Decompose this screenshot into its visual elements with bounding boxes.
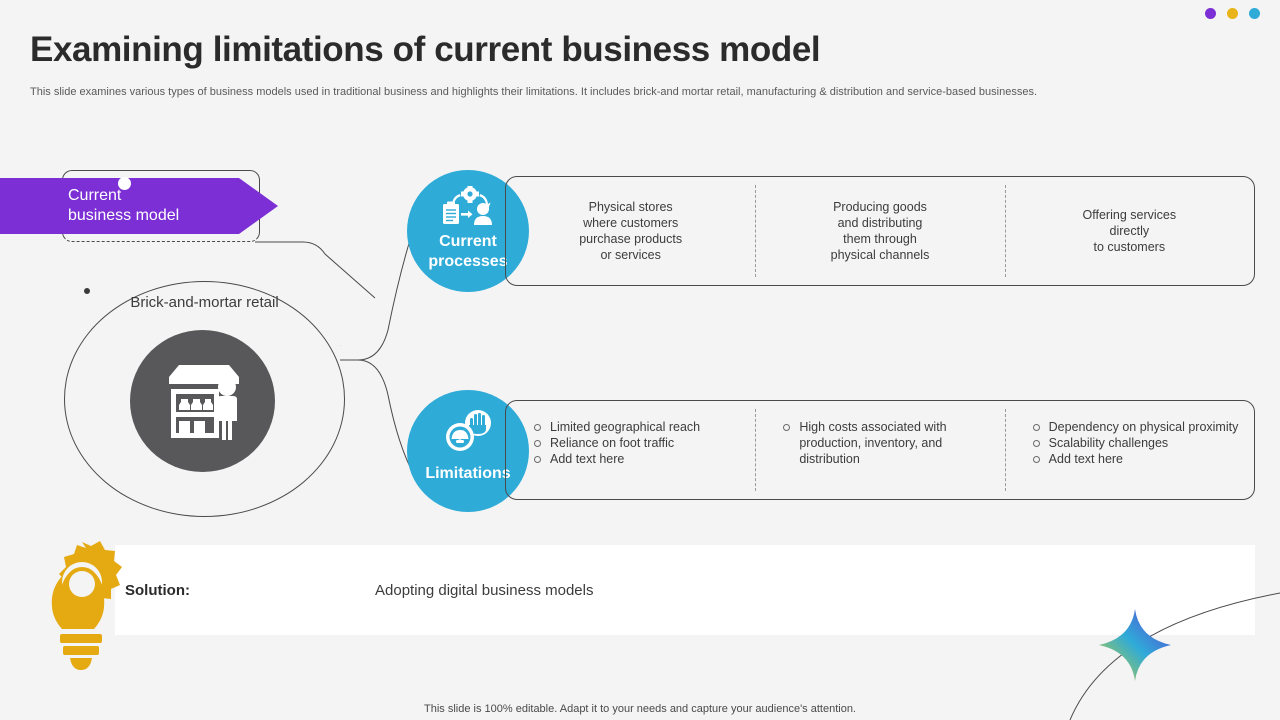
processes-text-1: Physical stores where customers purchase… [579,200,683,262]
list-item: Dependency on physical proximity [1029,419,1244,435]
processes-content-box: Physical stores where customers purchase… [505,176,1255,286]
page-subtitle: This slide examines various types of bus… [30,86,1037,98]
section-label-limitations: Limitations [425,465,511,482]
dot-purple-icon [1205,8,1216,19]
processes-column-1: Physical stores where customers purchase… [506,177,755,285]
page-title: Examining limitations of current busines… [30,30,821,69]
list-item: Limited geographical reach [530,419,745,435]
list-item: Add text here [530,451,745,467]
limitations-column-2: High costs associated with production, i… [755,401,1004,499]
list-item: Reliance on foot traffic [530,435,745,451]
processes-column-3: Offering services directly to customers [1004,177,1254,285]
dot-yellow-icon [1227,8,1238,19]
processes-text-2: Producing goods and distributing them th… [830,200,930,262]
dot-blue-icon [1249,8,1260,19]
process-gear-clipboard-person-icon [437,186,499,226]
banner-marker-dot-icon [118,177,131,190]
footer-note: This slide is 100% editable. Adapt it to… [424,703,856,715]
processes-column-2: Producing goods and distributing them th… [755,177,1004,285]
banner-label: Current business model [68,187,180,224]
storefront-icon [130,330,275,472]
section-circle-processes[interactable]: Current processes [407,170,529,292]
orbit-marker-dot-icon [84,288,90,294]
list-item: Add text here [1029,451,1244,467]
gauge-stop-hand-icon [440,410,496,452]
current-business-model-banner[interactable]: Current business model [0,178,278,234]
processes-text-3: Offering services directly to customers [1082,208,1177,254]
list-item: Scalability challenges [1029,435,1244,451]
lightbulb-gear-icon [30,538,135,678]
top-dots [1205,8,1260,19]
section-label-processes: Current processes [428,233,508,270]
model-label: Brick-and-mortar retail [130,294,279,311]
limitations-list-2: High costs associated with production, i… [779,419,994,467]
list-item: High costs associated with production, i… [779,419,994,467]
solution-bar: Solution: Adopting digital business mode… [115,545,1255,635]
solution-text: Adopting digital business models [375,581,594,599]
solution-label: Solution: [125,581,190,599]
